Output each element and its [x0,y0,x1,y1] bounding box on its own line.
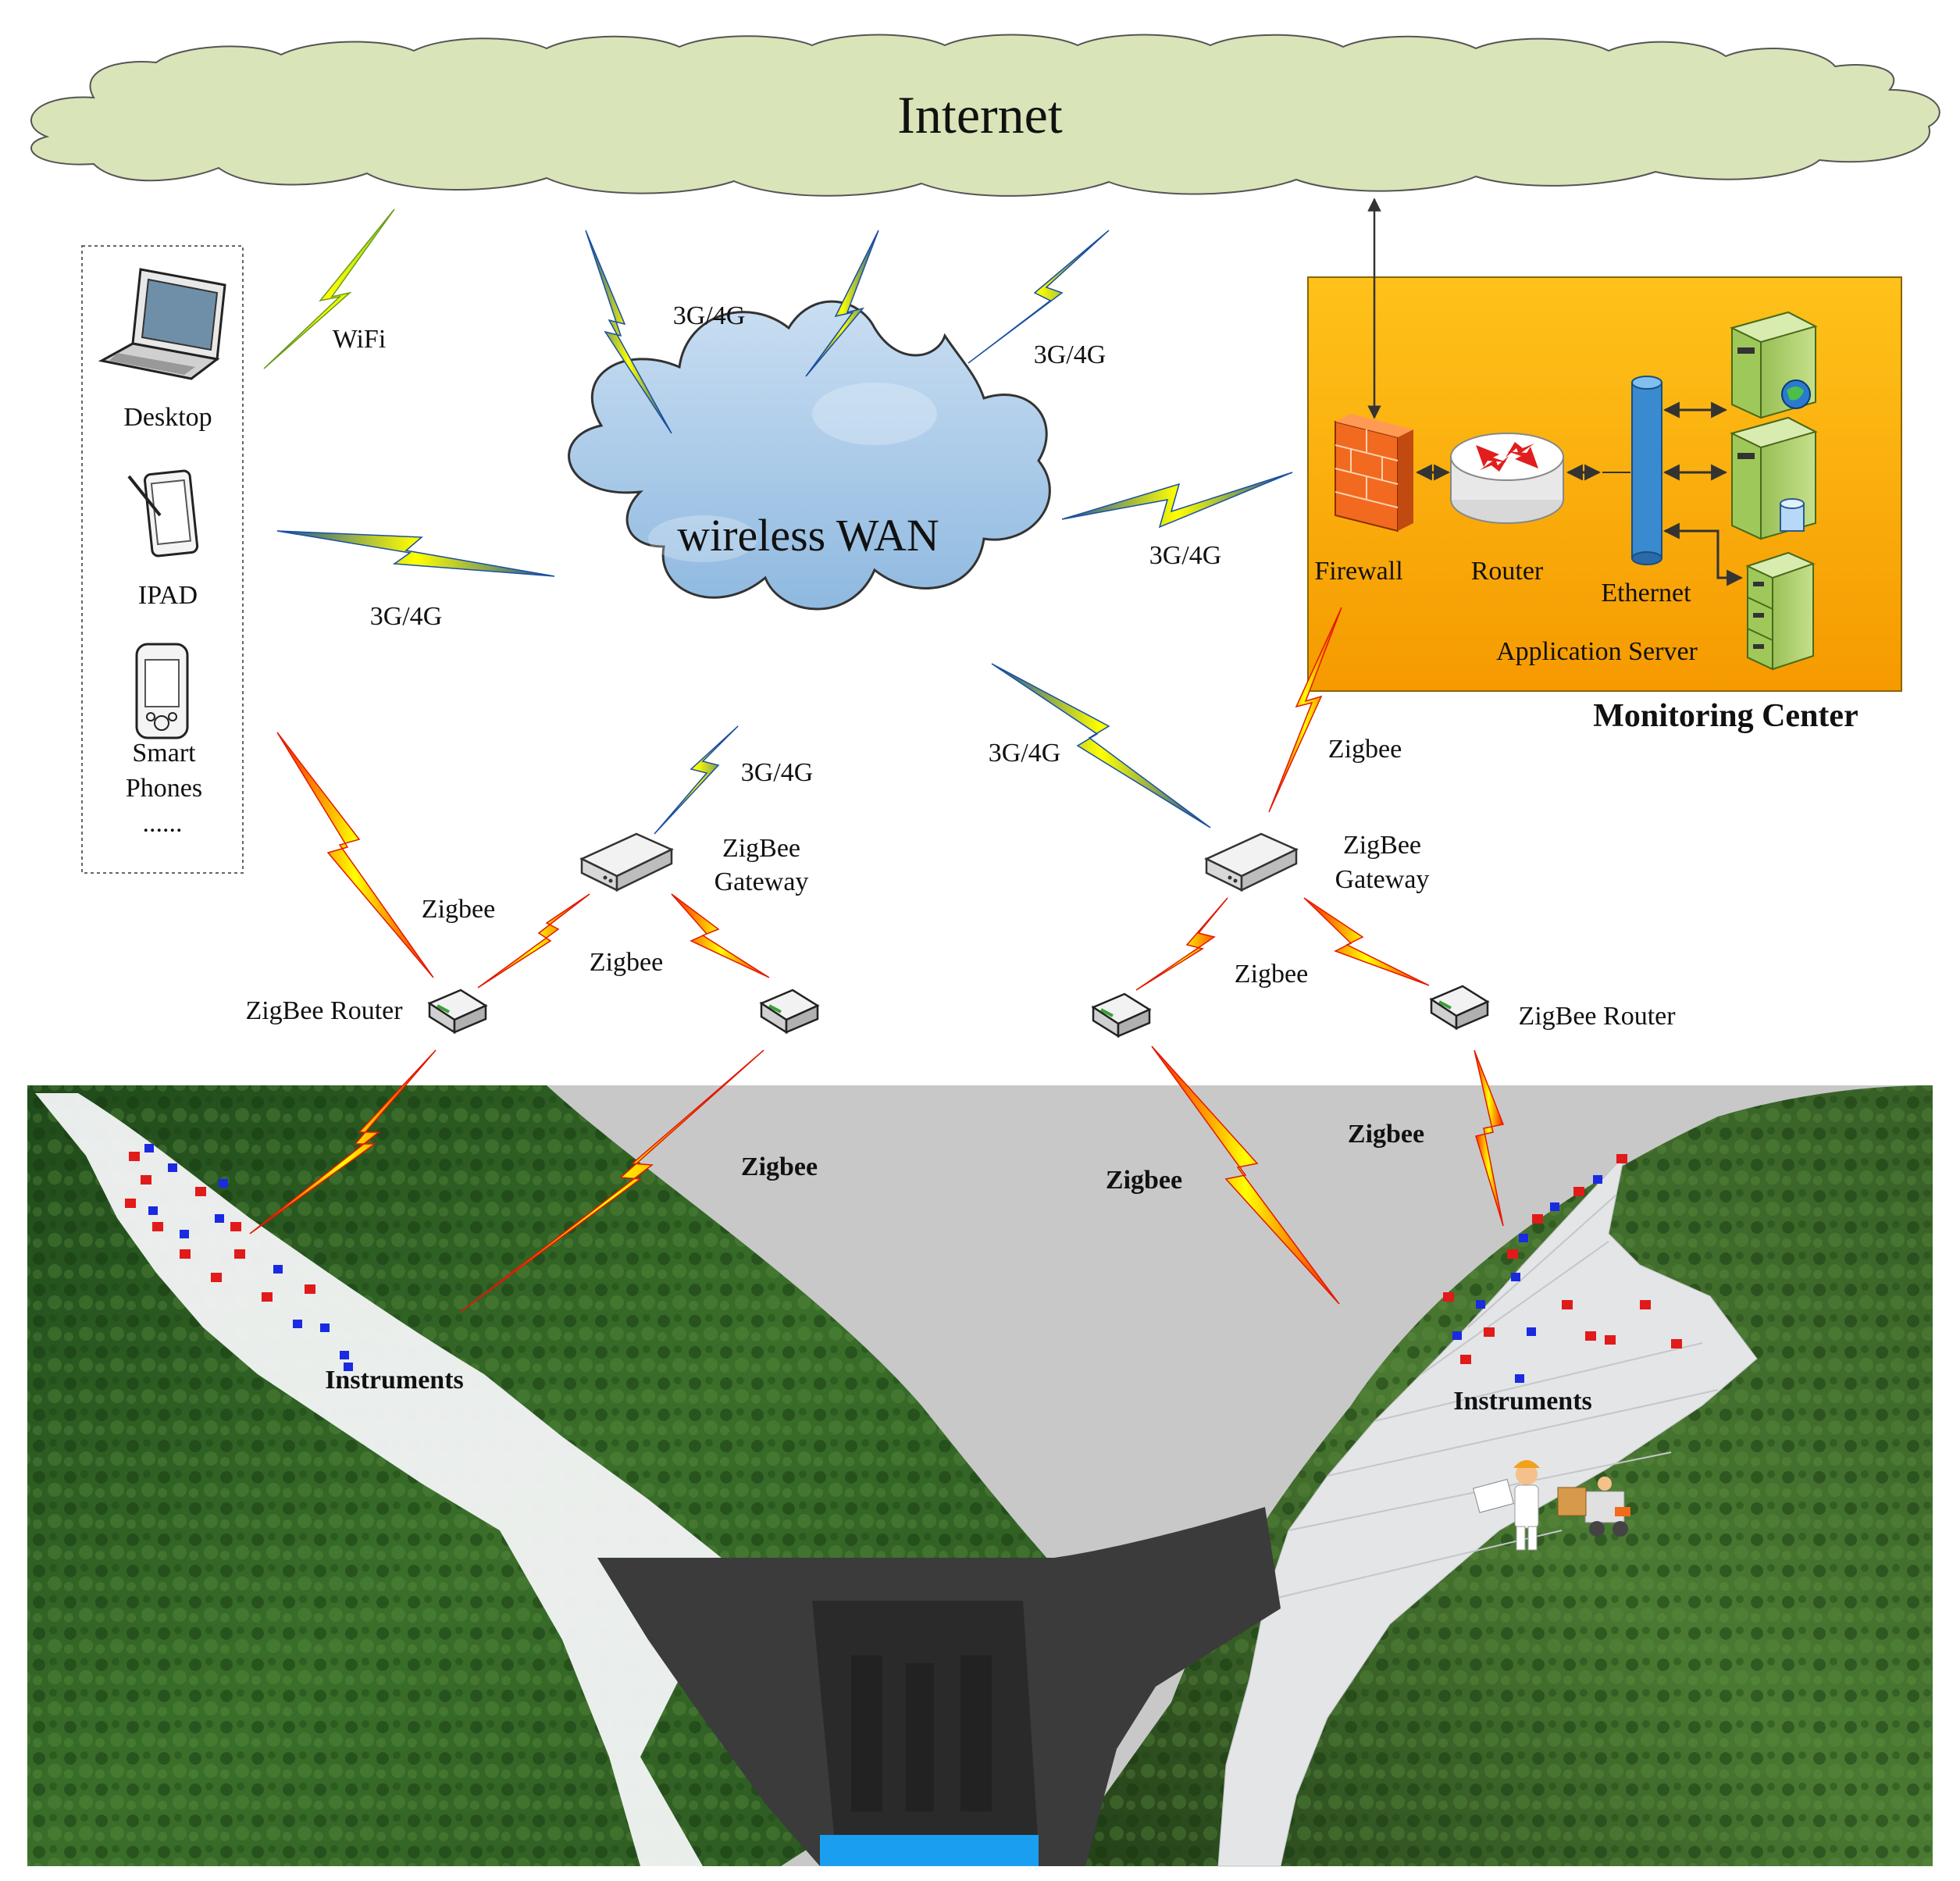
router-icon [1450,433,1564,524]
zigbee-router-icon-2 [759,989,820,1035]
link-3g-wan-monitor: 3G/4G [1061,472,1293,570]
client-label-desktop: Desktop [123,403,212,432]
link-label-zigbee-dam-right: Zigbee [1348,1120,1424,1149]
zigbee-gateway-right [1204,832,1299,892]
zigbee-router-right-label: ZigBee Router [1518,1002,1676,1031]
app-server-label: Application Server [1496,637,1698,666]
link-label-zigbee-dam-left: Zigbee [741,1152,818,1181]
link-3g-mid [805,230,879,377]
link-3g-wan-gw-left: 3G/4G [654,725,814,835]
link-zigbee-gw-left-router1 [477,893,590,989]
link-zigbee-gw-left-router2: Zigbee [590,893,770,978]
zigbee-router-icon-3 [1091,992,1152,1038]
database-server-icon [1730,416,1818,540]
link-label-zigbee-right-gw: Zigbee [1235,960,1308,989]
link-zigbee-monitor: Zigbee [1268,607,1402,813]
firewall-label: Firewall [1314,557,1402,586]
forklift-icon [1557,1477,1630,1537]
monitoring-center-title: Monitoring Center [1593,698,1858,734]
link-3g-wan-gw-right: 3G/4G [989,663,1211,828]
smartphone-icon [135,643,189,739]
client-more-ellipsis: ...... [143,809,183,838]
link-wifi: WiFi [263,208,395,369]
router-label: Router [1471,557,1544,586]
link-zigbee-clients-router: Zigbee [276,732,495,978]
gateway-right-label-1: ZigBee [1343,831,1421,860]
link-label-3g-6: 3G/4G [989,739,1061,768]
link-label-3g-3: 3G/4G [370,602,443,631]
internet-label: Internet [897,85,1063,144]
link-3g-right-top: 3G/4G [968,230,1110,369]
ethernet-bus-icon [1631,376,1662,565]
link-label-zigbee-monitor: Zigbee [1328,735,1402,764]
instruments-right-label: Instruments [1453,1387,1592,1416]
client-label-phones: Phones [126,774,202,803]
link-zigbee-router4-instruments: Zigbee [1348,1049,1505,1227]
link-zigbee-router1-instruments [249,1049,437,1234]
client-label-ipad: IPAD [138,581,198,610]
zigbee-router-icon-1 [427,989,488,1035]
link-3g-clients-wan: 3G/4G [276,530,555,631]
firewall-icon [1335,414,1413,533]
instrument-markers-left [125,1144,353,1371]
link-label-3g-5: 3G/4G [741,758,814,787]
instruments-left-label: Instruments [325,1366,464,1395]
link-zigbee-gw-right-router3: Zigbee [1135,897,1308,991]
gateway-left-label-2: Gateway [715,867,809,896]
link-zigbee-gw-right-router4 [1303,897,1430,986]
link-label-zigbee-dam-mid: Zigbee [1106,1166,1182,1195]
link-zigbee-router3-instruments: Zigbee [1106,1046,1340,1305]
server-cluster-icon [1745,551,1816,671]
internet-cloud: Internet [30,34,1940,197]
link-label-zigbee-left-router: Zigbee [422,895,495,924]
dam-scene [27,1085,1933,1867]
link-3g-clients-top: 3G/4G [585,230,746,434]
tablet-icon [127,469,199,558]
link-label-wifi: WiFi [333,325,387,354]
link-label-3g-4: 3G/4G [1149,541,1222,570]
zigbee-router-icon-4 [1429,985,1490,1031]
web-server-icon [1730,311,1818,419]
link-label-3g-2: 3G/4G [1034,340,1107,369]
instrument-markers-right [1443,1154,1682,1383]
link-label-3g-1: 3G/4G [673,301,746,330]
ethernet-label: Ethernet [1601,579,1691,607]
wan-label: wireless WAN [677,510,939,561]
client-devices-panel: Desktop IPAD Smart Phones ...... [81,245,244,874]
link-zigbee-router2-instruments: Zigbee [460,1049,818,1313]
gateway-left-label-1: ZigBee [722,834,800,863]
gateway-right-label-2: Gateway [1335,865,1430,894]
laptop-icon [98,268,226,380]
link-label-zigbee-left-gw: Zigbee [590,948,663,977]
wireless-wan-cloud: wireless WAN [568,300,1051,611]
worker-icon [1472,1460,1540,1551]
monitoring-center: Firewall Router Ethernet [1307,198,1902,734]
client-label-smart: Smart [132,739,196,768]
zigbee-gateway-left [579,832,674,892]
zigbee-router-left-label: ZigBee Router [245,996,403,1025]
